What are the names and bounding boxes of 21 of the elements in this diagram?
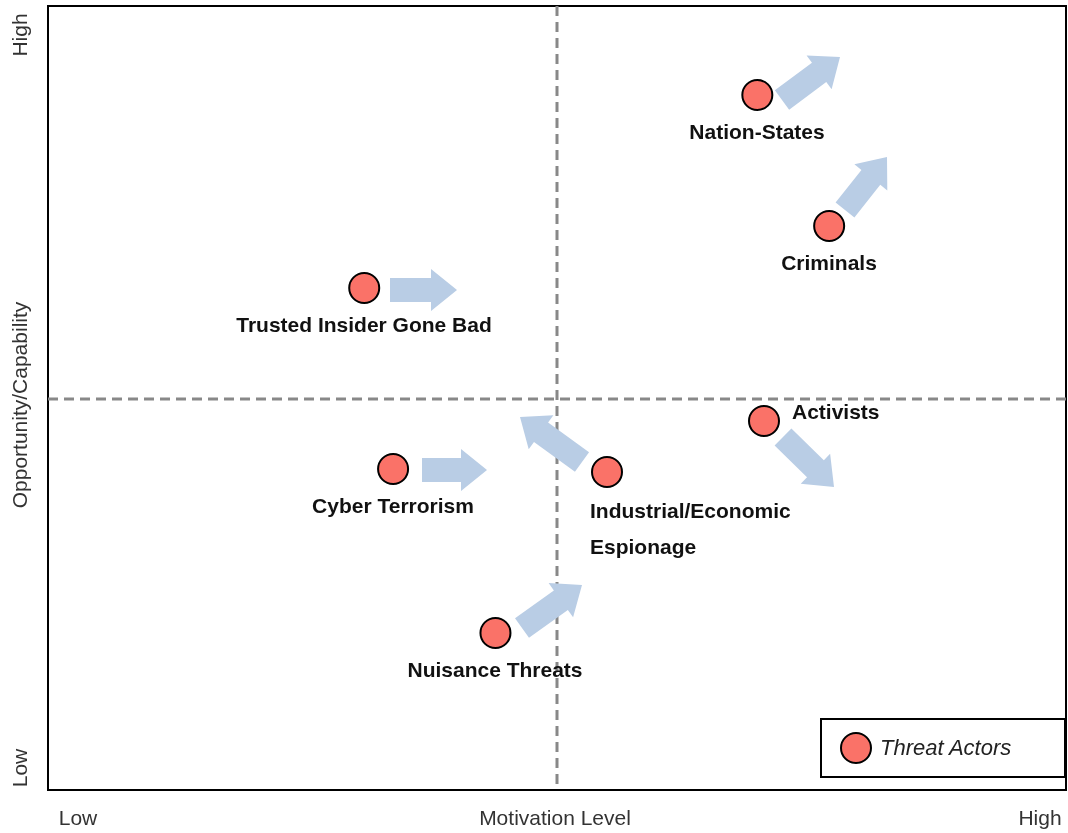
threat-actor-label: Activists (792, 400, 880, 424)
axis-label: Low (8, 748, 32, 788)
trend-arrow (422, 449, 487, 491)
trend-arrow (774, 428, 834, 487)
threat-actor-label: Criminals (781, 251, 877, 275)
trend-arrow (835, 157, 888, 218)
trend-arrow (774, 55, 840, 110)
axis-label: Motivation Level (479, 806, 631, 830)
threat-actor-label: Industrial/Economic Espionage (590, 498, 792, 560)
threat-actor-label: Nuisance Threats (407, 658, 583, 682)
trend-arrow (390, 269, 457, 311)
legend-label: Threat Actors (880, 735, 1012, 761)
threat-actor-label: Nation-States (689, 120, 825, 144)
axis-label: High (8, 13, 32, 57)
trend-arrow (520, 415, 590, 472)
axis-label: Opportunity/Capability (8, 301, 32, 509)
trend-arrow (515, 583, 582, 638)
threat-actor-label: Trusted Insider Gone Bad (236, 313, 492, 337)
axis-label: High (1018, 806, 1062, 830)
axis-label: Low (58, 806, 98, 830)
threat-actor-label: Cyber Terrorism (312, 494, 474, 518)
